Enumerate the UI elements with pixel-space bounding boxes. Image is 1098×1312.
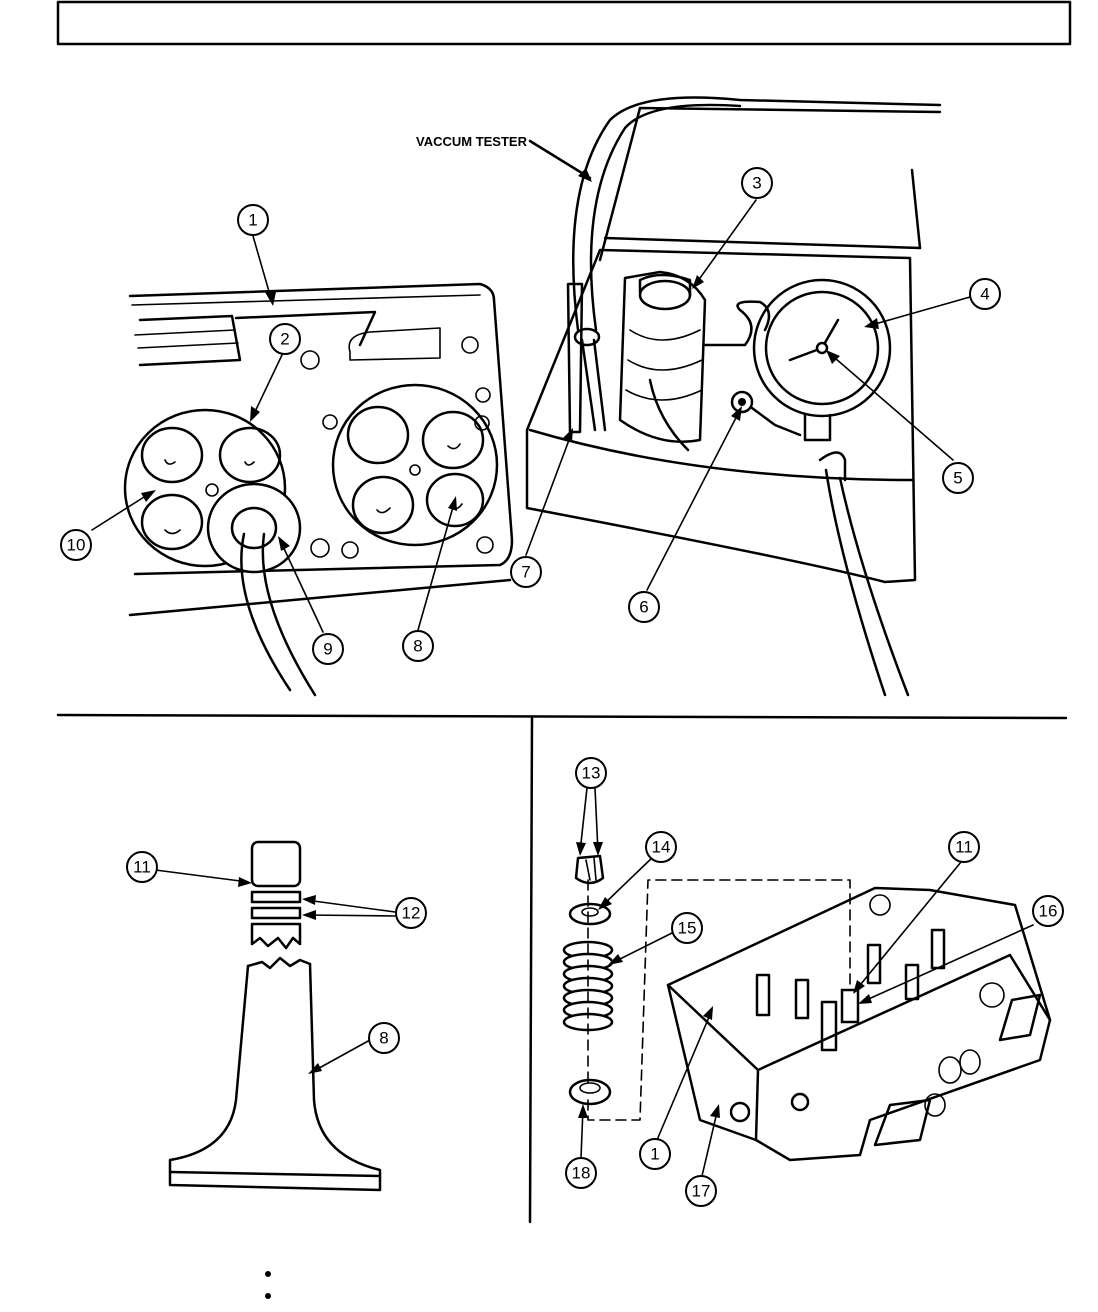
top-leader-lines bbox=[91, 199, 971, 633]
svg-text:7: 7 bbox=[521, 563, 530, 582]
svg-text:16: 16 bbox=[1039, 902, 1058, 921]
callout-8-top: 8 bbox=[402, 630, 434, 662]
callout-10: 10 bbox=[60, 529, 92, 561]
callout-9: 9 bbox=[312, 633, 344, 665]
callout-2: 2 bbox=[269, 323, 301, 355]
svg-text:9: 9 bbox=[323, 640, 332, 659]
svg-text:5: 5 bbox=[953, 469, 962, 488]
svg-text:4: 4 bbox=[980, 285, 989, 304]
callout-18: 18 bbox=[565, 1157, 597, 1189]
callout-15: 15 bbox=[671, 912, 703, 944]
panel-divider-vertical bbox=[528, 716, 534, 1224]
svg-text:11: 11 bbox=[955, 838, 973, 857]
callout-4: 4 bbox=[969, 278, 1001, 310]
callout-11-right: 11 bbox=[948, 831, 980, 863]
vacuum-tester-label: VACCUM TESTER bbox=[416, 134, 528, 149]
valve-spring-exploded-view bbox=[562, 787, 1052, 1177]
callout-8-bottom: 8 bbox=[368, 1022, 400, 1054]
svg-text:18: 18 bbox=[572, 1164, 591, 1183]
svg-text:8: 8 bbox=[379, 1029, 388, 1048]
callout-17: 17 bbox=[685, 1175, 717, 1207]
svg-text:8: 8 bbox=[413, 637, 422, 656]
callout-3: 3 bbox=[741, 167, 773, 199]
valve-detail bbox=[139, 840, 396, 1192]
callout-11-left: 11 bbox=[126, 851, 158, 883]
callout-6: 6 bbox=[628, 591, 660, 623]
callout-7: 7 bbox=[510, 556, 542, 588]
svg-text:1: 1 bbox=[650, 1145, 659, 1164]
svg-text:1: 1 bbox=[248, 211, 257, 230]
svg-text:12: 12 bbox=[402, 904, 421, 923]
callout-5: 5 bbox=[942, 462, 974, 494]
callout-1-top: 1 bbox=[237, 204, 269, 236]
callout-1-bottom: 1 bbox=[639, 1138, 671, 1170]
header-box bbox=[56, 0, 1072, 46]
callout-12: 12 bbox=[395, 897, 427, 929]
panel-divider-horizontal bbox=[56, 713, 1068, 720]
svg-text:17: 17 bbox=[692, 1182, 711, 1201]
callout-14: 14 bbox=[645, 831, 677, 863]
bullet-dot bbox=[265, 1293, 271, 1299]
svg-text:3: 3 bbox=[752, 174, 761, 193]
svg-text:2: 2 bbox=[280, 330, 289, 349]
svg-text:10: 10 bbox=[67, 536, 86, 555]
svg-text:11: 11 bbox=[133, 858, 151, 877]
bullet-dot bbox=[265, 1271, 271, 1277]
svg-text:13: 13 bbox=[582, 764, 601, 783]
callout-13: 13 bbox=[575, 757, 607, 789]
svg-text:15: 15 bbox=[678, 919, 697, 938]
svg-text:6: 6 bbox=[639, 598, 648, 617]
callout-16: 16 bbox=[1032, 895, 1064, 927]
cylinder-head-gasket-view bbox=[123, 282, 514, 697]
svg-text:14: 14 bbox=[652, 838, 671, 857]
